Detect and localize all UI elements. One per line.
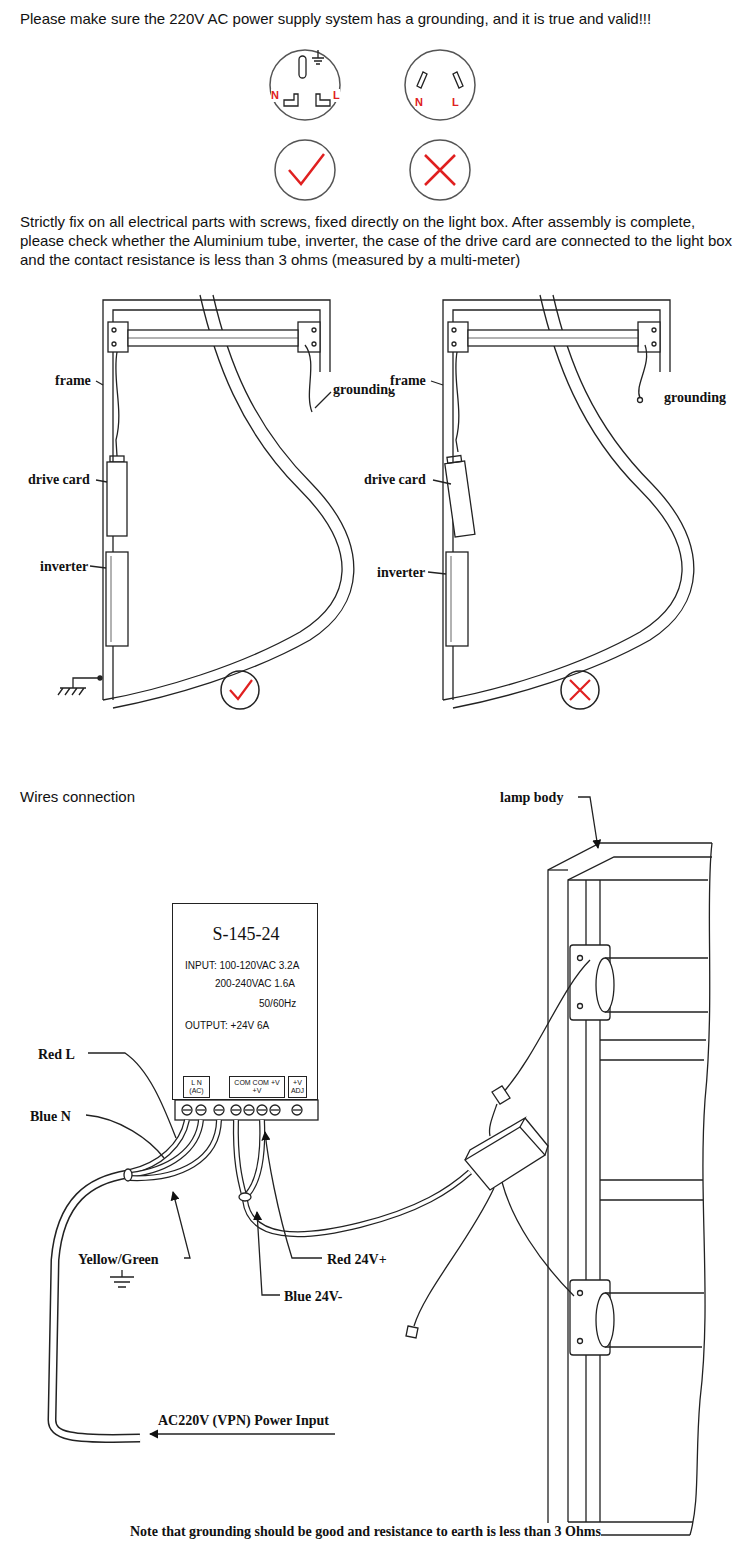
label-text: inverter xyxy=(40,558,88,575)
terminal-label-box: +V ADJ xyxy=(288,1076,307,1098)
label-text: lamp body xyxy=(500,789,563,806)
label: lamp body xyxy=(500,788,563,806)
cross-mark xyxy=(561,671,599,709)
label-text: drive card xyxy=(28,471,90,488)
terminal-label-box: COM COM +V +V xyxy=(229,1076,285,1098)
label: inverter xyxy=(377,563,425,581)
terminal-label: (AC) xyxy=(189,1087,203,1095)
power-supply-box: S-145-24INPUT: 100-120VAC 3.2A 200-240VAC… xyxy=(172,903,318,1100)
terminal-label: L N xyxy=(191,1079,202,1087)
label: Strictly fix on all electrical parts wit… xyxy=(20,212,735,269)
label: drive card xyxy=(364,470,426,488)
cables xyxy=(52,1120,470,1438)
driver xyxy=(406,960,590,1338)
label-text: grounding xyxy=(333,381,395,398)
check-mark xyxy=(221,671,259,709)
label: grounding xyxy=(664,388,726,406)
inverter xyxy=(106,552,128,646)
label: inverter xyxy=(40,557,88,575)
grounding-wire xyxy=(305,345,312,412)
drive-card xyxy=(107,462,127,536)
label-text: N xyxy=(415,96,423,109)
label-text: frame xyxy=(55,372,91,389)
earth-symbol xyxy=(58,678,100,695)
label: Wires connection xyxy=(20,788,135,806)
terminal-strip xyxy=(175,1100,318,1120)
label-text: inverter xyxy=(377,564,425,581)
wire xyxy=(456,352,459,452)
terminal-label-box: L N(AC) xyxy=(183,1076,210,1098)
label-text: Yellow/Green xyxy=(78,1251,159,1268)
label: AC220V (VPN) Power Input xyxy=(158,1411,329,1429)
label: Blue N xyxy=(30,1107,71,1125)
rating-text: 200-240VAC 1.6A xyxy=(215,978,295,989)
label: N xyxy=(415,92,423,110)
inverter xyxy=(446,552,468,646)
terminal-label: COM COM +V +V xyxy=(231,1079,283,1095)
label-text: Red 24V+ xyxy=(327,1251,387,1268)
terminal-label: +V ADJ xyxy=(291,1079,305,1095)
cross-mark xyxy=(410,140,470,200)
earth-symbol xyxy=(110,1270,134,1287)
label: Please make sure the 220V AC power suppl… xyxy=(20,10,651,28)
wire xyxy=(116,352,119,456)
label: Note that grounding should be good and r… xyxy=(130,1522,601,1540)
label-text: Wires connection xyxy=(20,788,135,806)
label-text: N xyxy=(271,89,279,102)
model-number: S-145-24 xyxy=(213,924,280,945)
lamp-body xyxy=(548,843,712,1535)
label: L xyxy=(452,92,459,110)
grounding-wire xyxy=(639,345,647,398)
label-text: frame xyxy=(390,372,426,389)
cable-gland xyxy=(110,456,124,462)
frame-figure xyxy=(103,295,354,708)
label: frame xyxy=(55,371,91,389)
label: Red 24V+ xyxy=(327,1250,387,1268)
rating-text: INPUT: 100-120VAC 3.2A xyxy=(185,960,299,971)
ungrounded-socket xyxy=(405,50,475,120)
label-text: Note that grounding should be good and r… xyxy=(130,1523,601,1540)
label-text: Blue N xyxy=(30,1108,71,1125)
label-text: Please make sure the 220V AC power suppl… xyxy=(20,10,651,28)
label-text: drive card xyxy=(364,471,426,488)
rating-text: 50/60Hz xyxy=(259,998,296,1009)
label: frame xyxy=(390,371,426,389)
check-mark xyxy=(275,140,335,200)
grounded-socket xyxy=(270,50,340,120)
label-text: L xyxy=(333,89,340,102)
label: Blue 24V- xyxy=(284,1287,342,1305)
label-text: grounding xyxy=(664,389,726,406)
label: Red L xyxy=(38,1045,75,1063)
label: L xyxy=(333,85,340,103)
rating-text: OUTPUT: +24V 6A xyxy=(185,1020,269,1031)
label: grounding xyxy=(333,380,395,398)
label: drive card xyxy=(28,470,90,488)
label: N xyxy=(271,85,279,103)
label-text: AC220V (VPN) Power Input xyxy=(158,1412,329,1429)
label-text: L xyxy=(452,96,459,109)
label-text: Red L xyxy=(38,1046,75,1063)
label: Yellow/Green xyxy=(78,1250,159,1268)
note-text: Strictly fix on all electrical parts wit… xyxy=(20,212,735,269)
label-text: Blue 24V- xyxy=(284,1288,342,1305)
drive-card xyxy=(444,455,475,537)
